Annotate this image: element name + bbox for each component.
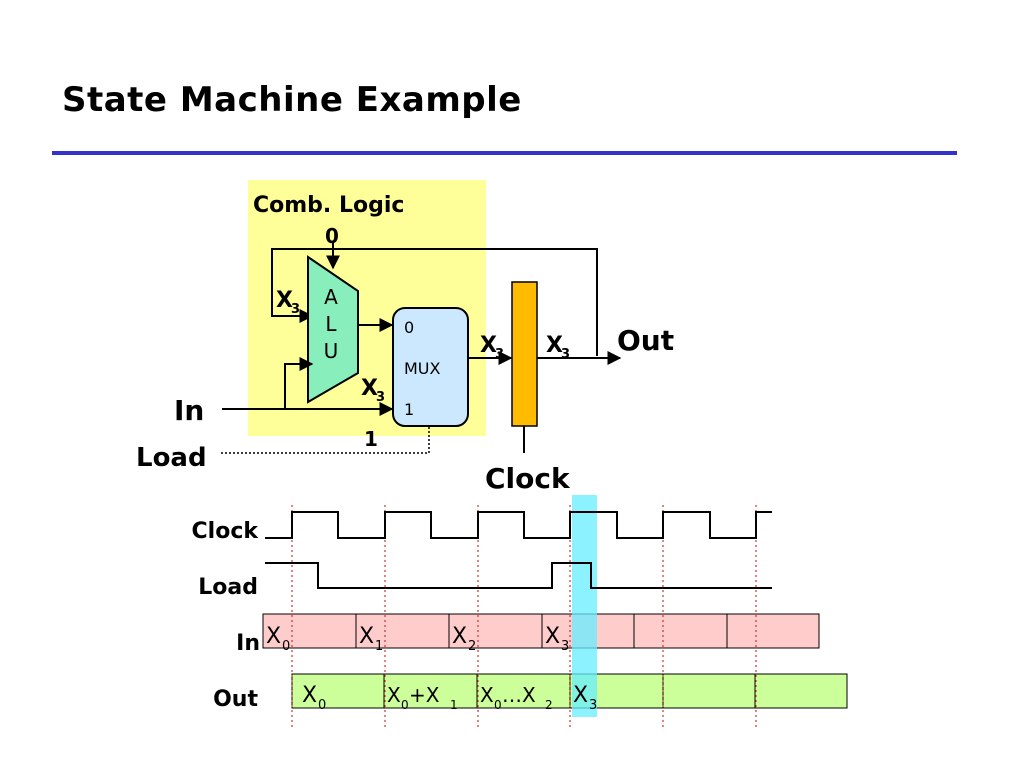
comb-logic-label: Comb. Logic bbox=[253, 193, 404, 218]
load-wire bbox=[221, 427, 430, 454]
in-to-alu-wire bbox=[284, 357, 314, 409]
circuit-diagram: Comb. Logic 0 A L U X 3 0 MUX 1 X 3 Load bbox=[136, 180, 674, 495]
svg-text:3: 3 bbox=[561, 347, 570, 362]
svg-text:2: 2 bbox=[545, 698, 553, 712]
svg-text:1: 1 bbox=[375, 639, 383, 654]
alu-feedback-label: X 3 bbox=[276, 288, 300, 317]
title-rule bbox=[52, 151, 957, 155]
svg-text:X: X bbox=[361, 376, 378, 401]
out-value-0: X 0 bbox=[302, 683, 326, 713]
svg-text:…X: …X bbox=[502, 683, 536, 707]
svg-text:0: 0 bbox=[282, 639, 290, 654]
out-label: Out bbox=[617, 324, 674, 357]
svg-text:X: X bbox=[480, 683, 494, 707]
svg-text:3: 3 bbox=[495, 347, 504, 362]
svg-text:0: 0 bbox=[494, 698, 502, 712]
in-value-0: X 0 bbox=[266, 624, 290, 654]
svg-text:0: 0 bbox=[318, 698, 326, 713]
svg-text:+X: +X bbox=[409, 683, 440, 707]
timing-load-label: Load bbox=[198, 575, 258, 600]
svg-text:3: 3 bbox=[291, 302, 300, 317]
out-value-2: X 0 …X 2 bbox=[480, 683, 553, 712]
svg-text:X: X bbox=[266, 624, 281, 649]
alu-letter-l: L bbox=[325, 312, 337, 336]
in-value-1: X 1 bbox=[359, 624, 383, 654]
mux-input-0: 0 bbox=[404, 318, 414, 337]
svg-text:0: 0 bbox=[401, 698, 409, 712]
svg-text:X: X bbox=[573, 683, 588, 708]
mux-label: MUX bbox=[404, 359, 441, 378]
register-block bbox=[511, 281, 538, 427]
svg-text:1: 1 bbox=[450, 698, 458, 712]
in-label: In bbox=[174, 394, 204, 427]
svg-text:X: X bbox=[545, 624, 560, 649]
out-value-1: X 0 +X 1 bbox=[387, 683, 458, 712]
timing-out-label: Out bbox=[213, 687, 258, 712]
svg-text:X: X bbox=[480, 333, 497, 358]
clock-edge-markers bbox=[291, 505, 757, 727]
in-bus bbox=[262, 613, 820, 649]
svg-text:2: 2 bbox=[468, 639, 476, 654]
svg-text:3: 3 bbox=[589, 698, 597, 713]
highlight-band bbox=[572, 495, 597, 717]
timing-clock-label: Clock bbox=[192, 519, 260, 544]
reg-out-label: X 3 bbox=[546, 333, 570, 362]
slide-title: State Machine Example bbox=[62, 80, 522, 120]
out-value-3: X 3 bbox=[573, 683, 597, 713]
mux-input-1: 1 bbox=[404, 400, 414, 419]
svg-text:X: X bbox=[302, 683, 317, 708]
alu-const-label: 0 bbox=[325, 224, 339, 248]
timing-diagram: Clock Load In Out X 0 X 1 X 2 X 3 X 0 X … bbox=[192, 495, 848, 727]
load-value: 1 bbox=[364, 427, 378, 451]
mux-out-label: X 3 bbox=[480, 333, 504, 362]
clock-label: Clock bbox=[485, 462, 571, 495]
feedback-wire bbox=[271, 248, 598, 356]
svg-text:X: X bbox=[546, 333, 563, 358]
alu-block bbox=[307, 255, 359, 404]
svg-text:3: 3 bbox=[376, 390, 385, 405]
alu-letter-u: U bbox=[324, 339, 339, 363]
svg-text:X: X bbox=[387, 683, 401, 707]
in-value-3: X 3 bbox=[545, 624, 569, 654]
load-label: Load bbox=[136, 443, 207, 473]
mux-block bbox=[392, 307, 469, 427]
clock-waveform bbox=[265, 511, 772, 539]
svg-text:X: X bbox=[452, 624, 467, 649]
svg-text:3: 3 bbox=[561, 639, 569, 654]
mux-in1-label: X 3 bbox=[361, 376, 385, 405]
svg-text:X: X bbox=[359, 624, 374, 649]
timing-in-label: In bbox=[236, 631, 260, 656]
load-waveform bbox=[265, 562, 772, 589]
svg-text:X: X bbox=[276, 288, 293, 313]
in-value-2: X 2 bbox=[452, 624, 476, 654]
alu-letter-a: A bbox=[324, 285, 338, 309]
